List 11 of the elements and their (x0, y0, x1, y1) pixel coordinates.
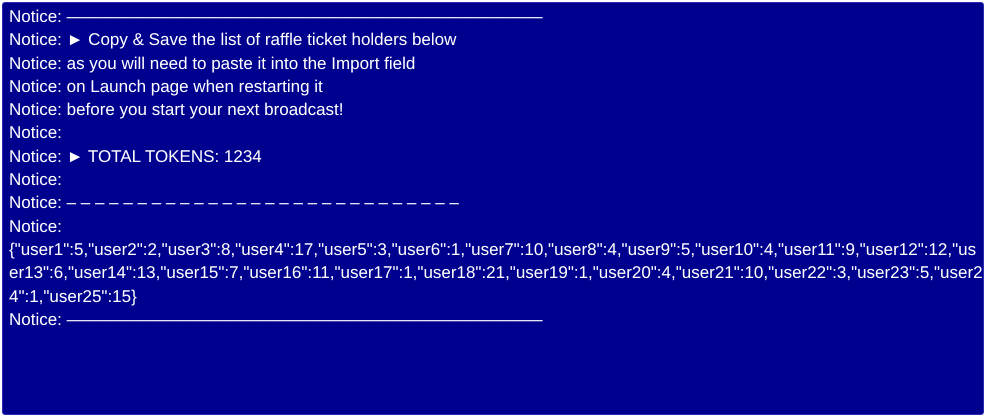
log-line: Notice: {"user1":5,"user2":2,"user3":8,"user4":17,"user5":3,"user6":1,"user7":10,"user8":4,"user9":5,"user10":4,"user11":9,"user12":12,"user13":6,"user14":13,"user15":7,"user16":11,"user17":1,"user18":21,"user19":1,"user20":4,"user21":10,"user22":3,"user23":5,"user24":1,"user25":15} (9, 216, 983, 308)
log-line: Notice: – – – – – – – – – – – – – – – – – – – – – – – – – – – – (9, 192, 459, 214)
log-line: Notice: ► Copy & Save the list of raffle ticket holders below (9, 29, 456, 52)
log-line: Notice: ———————————————————————————— (9, 6, 543, 28)
log-line: Notice: before you start your next broadcast! (9, 99, 344, 122)
log-line: Notice: ► TOTAL TOKENS: 1234 (9, 146, 262, 168)
log-line: Notice: ———————————————————————————— (9, 308, 543, 331)
log-line: Notice: (9, 169, 62, 192)
log-line: Notice: (9, 122, 62, 144)
log-line: Notice: on Launch page when restarting it (9, 76, 323, 98)
log-line: Notice: as you will need to paste it into the Import field (9, 52, 416, 75)
